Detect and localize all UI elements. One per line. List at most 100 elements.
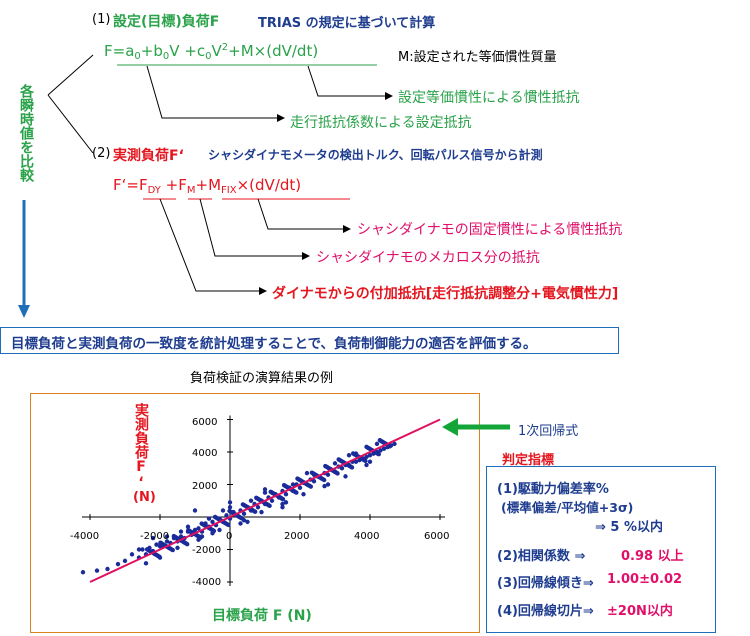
data-point — [238, 521, 243, 526]
data-point — [283, 492, 289, 497]
section1-number: (1) — [92, 12, 111, 27]
chart-title: 負荷検証の演算結果の例 — [190, 371, 334, 386]
criterion-2-value: 0.98 以上 — [621, 549, 684, 564]
arrow-to-extra-label — [159, 198, 267, 295]
data-point — [224, 513, 229, 518]
section1-title: 設定(目標)負荷F — [113, 14, 220, 30]
eq2-F1-sub: DY — [147, 185, 161, 196]
data-point — [157, 554, 162, 559]
data-point — [80, 570, 86, 575]
data-point — [280, 505, 285, 510]
data-point — [210, 519, 215, 525]
m-note: M:設定された等価慣性質量 — [398, 50, 557, 65]
data-point — [262, 490, 268, 495]
data-point — [304, 470, 310, 476]
chart-ylabel-unit: (N) — [133, 490, 156, 505]
eq1-F: F= — [104, 42, 126, 60]
data-point — [227, 505, 233, 510]
data-point — [198, 535, 203, 540]
regression-line — [89, 418, 441, 583]
data-point — [343, 474, 348, 479]
data-point — [364, 462, 369, 468]
data-point — [367, 453, 373, 458]
data-point — [269, 498, 275, 503]
eq1-V2-sup: 2 — [221, 42, 229, 53]
data-point — [290, 482, 296, 487]
data-point — [367, 459, 373, 464]
data-point — [115, 561, 121, 567]
data-point — [239, 516, 244, 521]
data-point — [150, 535, 156, 541]
data-point — [321, 477, 327, 483]
data-point — [322, 483, 327, 489]
bracket-line-top — [47, 54, 94, 96]
eq2-F1: F — [138, 176, 148, 194]
label-fixed-inertia: シャシダイナモの固定慣性による慣性抵抗 — [357, 222, 623, 238]
data-point — [211, 528, 217, 534]
data-point — [381, 446, 387, 451]
y-tick-6000: 6000 — [192, 417, 218, 428]
data-point — [122, 558, 128, 564]
data-point — [297, 485, 303, 490]
data-point — [387, 444, 393, 449]
data-point — [164, 534, 170, 539]
y-tick-4000: 4000 — [192, 448, 218, 459]
data-point — [364, 454, 369, 460]
criteria-box: (1)駆動力偏差率% (標準偏差/平均値+3σ) ⇒ 5 %以内 (2)相関係数… — [486, 466, 716, 633]
data-point — [392, 441, 397, 447]
chart-xlabel: 目標負荷 F (N) — [212, 608, 312, 624]
data-point — [129, 552, 135, 557]
eq1-a-sub: 0 — [134, 51, 141, 62]
data-point — [154, 542, 159, 547]
x-tick-0: 0 — [226, 531, 233, 542]
criterion-4-value: ±20N以内 — [607, 604, 673, 619]
section2-title: 実測負荷F‘ — [113, 148, 184, 164]
x-tick-2000: 2000 — [284, 531, 310, 542]
data-point — [280, 496, 286, 502]
regression-label: 1次回帰式 — [518, 424, 579, 439]
regression-arrow-head — [442, 418, 458, 436]
section2-note: シャシダイナモメータの検出トルク、回転パルス信号から計測 — [208, 148, 543, 162]
data-point — [378, 448, 383, 453]
criteria-title: 判定指標 — [502, 453, 555, 468]
criterion-2-label: (2)相関係数 ⇒ — [497, 549, 586, 564]
data-point — [280, 501, 285, 507]
data-point — [294, 490, 299, 495]
section1-note: TRIAS の規定に基づいて計算 — [258, 16, 436, 31]
data-point — [217, 527, 222, 533]
arrow-to-inertia-label — [307, 65, 393, 100]
summary-box: 目標負荷と実測負荷の一致度を統計処理することで、負荷制御能力の適否を評価する。 — [0, 327, 619, 354]
data-point — [178, 529, 184, 534]
eq1-b: b — [153, 42, 163, 60]
data-point — [170, 547, 175, 553]
data-point — [241, 511, 247, 516]
data-point — [262, 487, 268, 492]
x-tick-6000: 6000 — [424, 531, 450, 542]
eq1-V2: V — [211, 42, 222, 60]
data-point — [136, 547, 142, 552]
data-point — [267, 503, 272, 508]
arrow-to-mechloss-label — [199, 198, 310, 260]
eq1-c: c — [196, 42, 206, 60]
criterion-3-value: 1.00±0.02 — [607, 572, 683, 587]
criterion-4-label: (4)回帰線切片⇒ — [497, 604, 594, 619]
data-point — [349, 465, 355, 470]
data-point — [308, 484, 314, 489]
data-point — [94, 568, 100, 573]
data-point — [248, 498, 254, 503]
y-tick-neg2000: -2000 — [192, 545, 222, 556]
data-point — [283, 500, 289, 505]
label-inertia: 設定等価慣性による慣性抵抗 — [398, 90, 580, 106]
data-point — [252, 509, 258, 514]
summary-text: 目標負荷と実測負荷の一致度を統計処理することで、負荷制御能力の適否を評価する。 — [11, 336, 537, 352]
eq1-V1: V — [169, 42, 180, 60]
section2-number: (2) — [92, 146, 111, 161]
data-point — [339, 466, 345, 471]
data-point — [206, 516, 212, 521]
data-point — [196, 526, 201, 531]
data-point — [245, 519, 250, 525]
eq1-a: a — [125, 42, 135, 60]
data-point — [227, 500, 233, 505]
data-point — [175, 545, 180, 551]
